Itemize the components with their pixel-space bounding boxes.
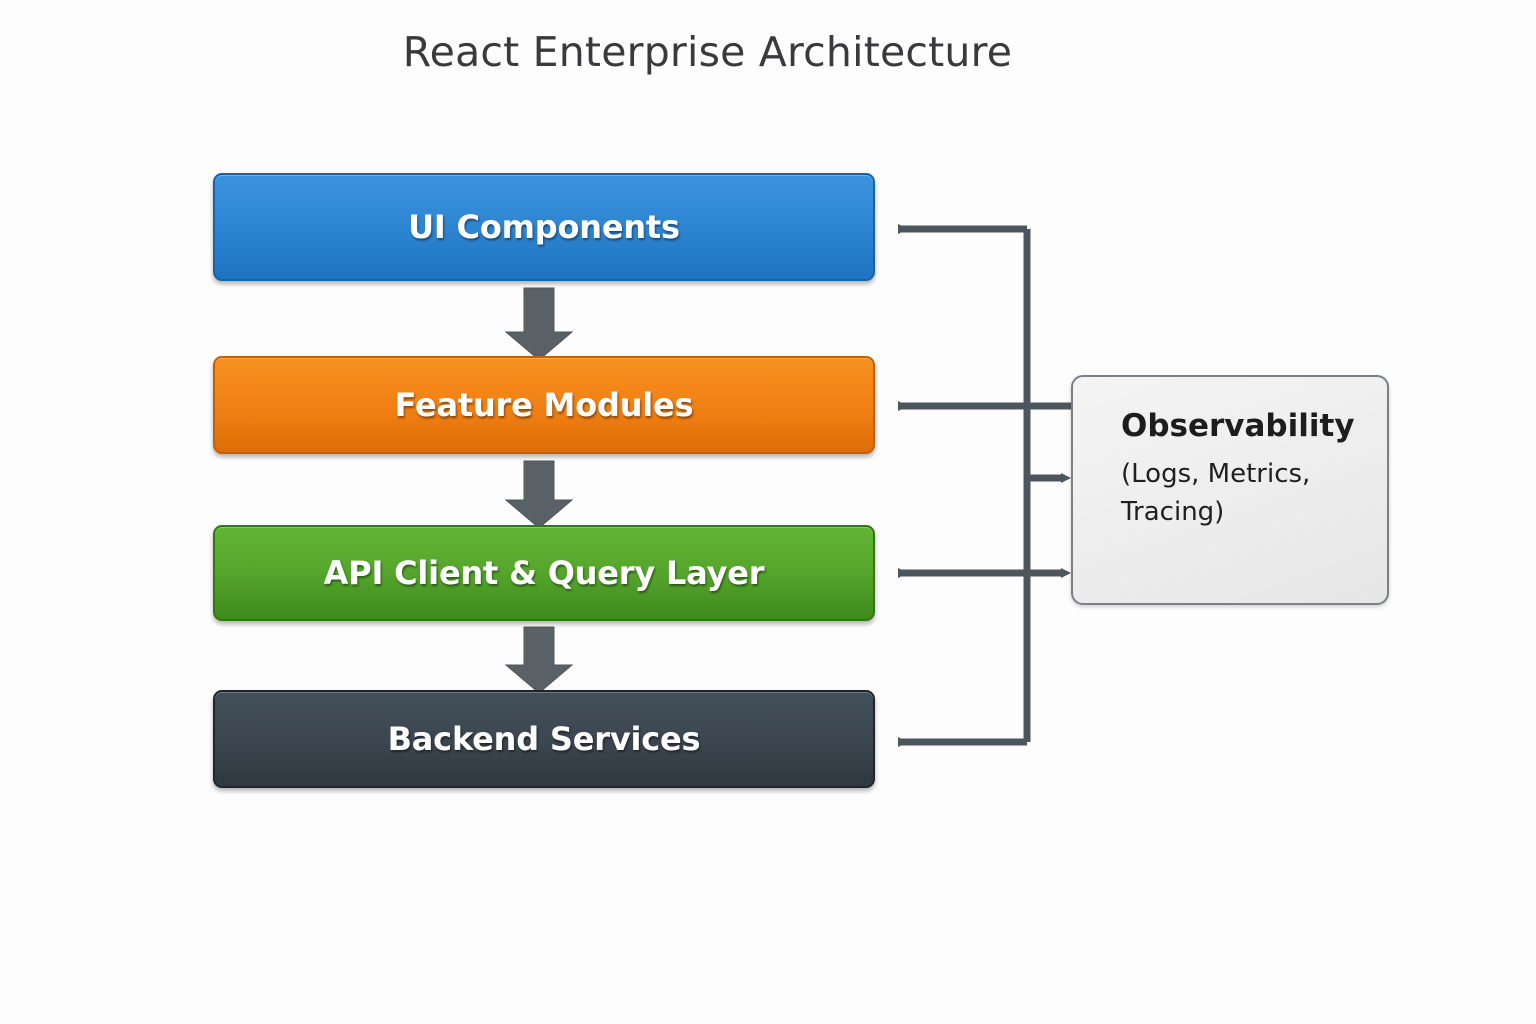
layer-box-api-client-query-layer[interactable]: API Client & Query Layer xyxy=(213,525,875,621)
layer-label-api-client-query-layer: API Client & Query Layer xyxy=(323,554,765,592)
layer-box-ui-components[interactable]: UI Components xyxy=(213,173,875,281)
layer-label-feature-modules: Feature Modules xyxy=(394,386,694,424)
observability-subtitle: (Logs, Metrics, Tracing) xyxy=(1121,459,1311,527)
layer-box-feature-modules[interactable]: Feature Modules xyxy=(213,356,875,454)
page-title: React Enterprise Architecture xyxy=(402,28,1013,76)
flow-arrow-ui-to-feature xyxy=(504,287,574,361)
flow-arrow-feature-to-api xyxy=(504,460,574,529)
layer-label-backend-services: Backend Services xyxy=(387,720,701,758)
layer-label-ui-components: UI Components xyxy=(408,208,680,246)
observability-title: Observability xyxy=(1121,408,1355,444)
flow-arrow-api-to-backend xyxy=(504,626,574,694)
layer-box-backend-services[interactable]: Backend Services xyxy=(213,690,875,788)
observability-box[interactable]: Observability (Logs, Metrics, Tracing) xyxy=(1071,375,1389,605)
